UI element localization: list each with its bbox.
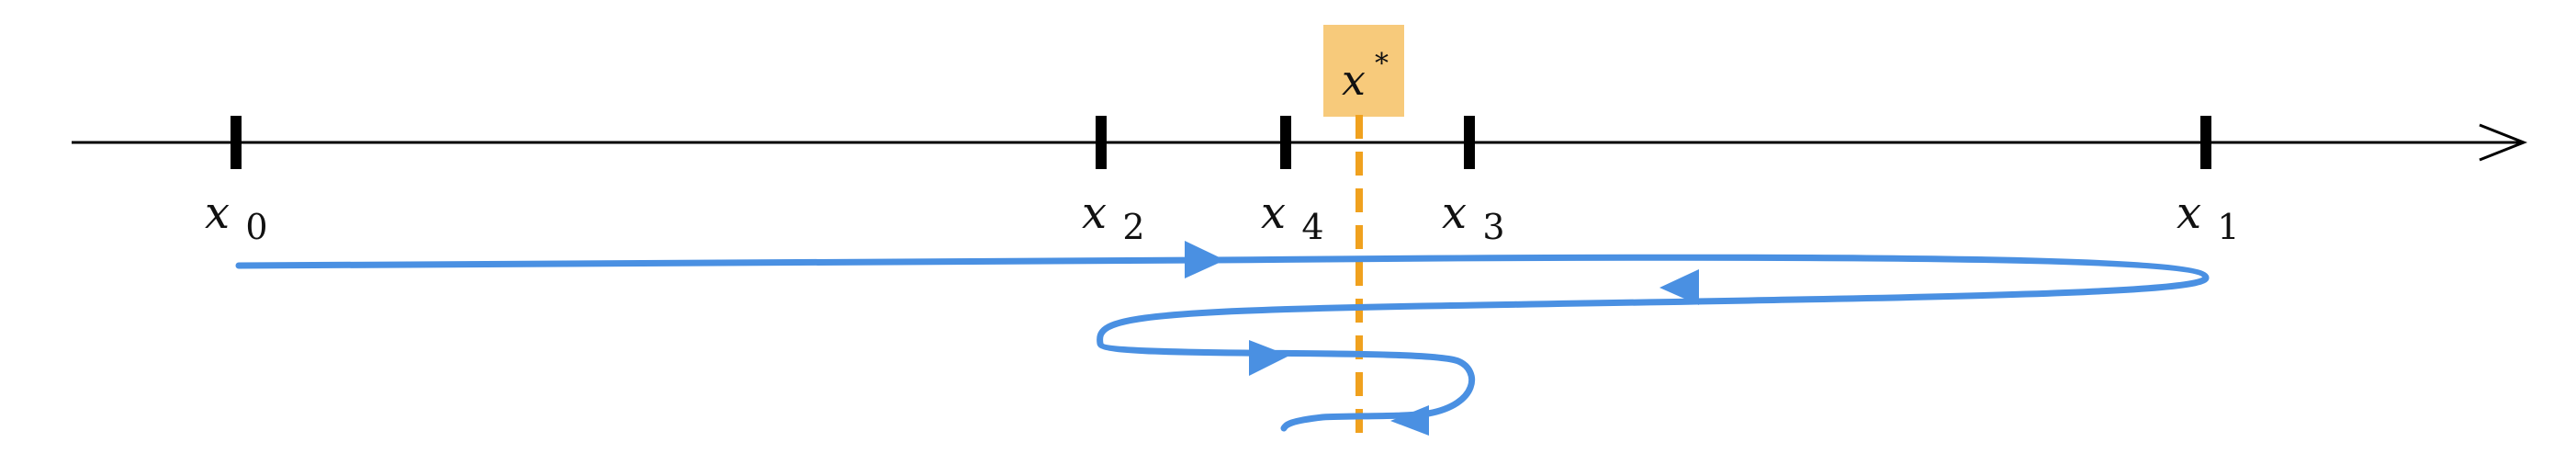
label-x4: x 4 [1261,187,1324,247]
path-arrow-3-icon [1249,340,1289,376]
label-x3: x 3 [1442,187,1505,247]
path-arrow-4-icon [1390,405,1429,436]
convergence-path [235,254,2210,432]
path-arrow-1-icon [1185,241,1225,278]
axis-arrow-icon [2479,123,2528,162]
label-x0: x 0 [205,187,268,247]
target-label: x [1342,55,1366,105]
path-arrow-2-icon [1659,269,1699,305]
target-superscript: * [1375,48,1389,80]
label-x1: x 1 [2177,187,2240,247]
target-box [1323,25,1404,117]
label-x2: x 2 [1082,187,1145,247]
